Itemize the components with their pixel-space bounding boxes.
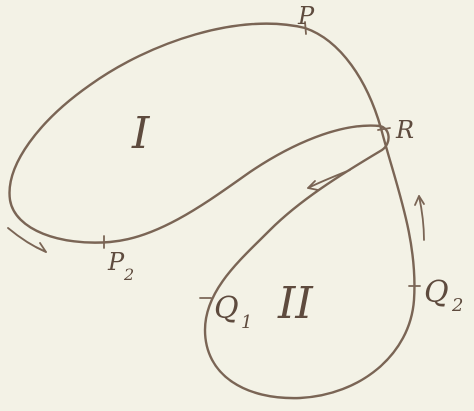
arrow-left-lower-icon <box>7 227 47 253</box>
arrow-middle-left-icon <box>307 169 351 191</box>
tick-r <box>377 127 391 131</box>
label-r: R <box>395 116 414 144</box>
label-p2-subscript: 2 <box>123 265 134 284</box>
label-p: P <box>297 2 315 30</box>
label-q2: Q <box>424 275 449 310</box>
arrow-up-right-icon <box>414 195 425 241</box>
closed-curve <box>8 22 416 400</box>
tick-p <box>304 21 307 35</box>
label-p2: P <box>107 248 125 276</box>
region-label-ii: II <box>277 278 314 329</box>
region-label-i: I <box>131 108 151 159</box>
label-q1: Q <box>214 291 239 326</box>
label-q2-subscript: 2 <box>451 295 463 316</box>
label-q1-subscript: 1 <box>241 312 252 333</box>
